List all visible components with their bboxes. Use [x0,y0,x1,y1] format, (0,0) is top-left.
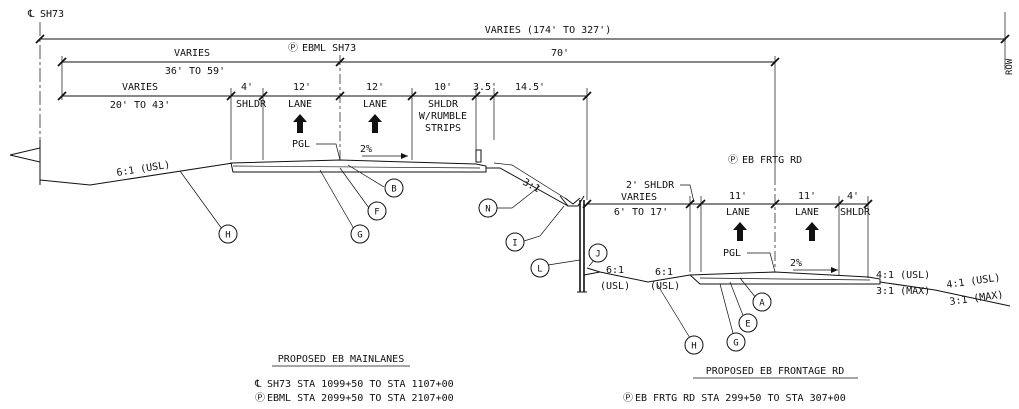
frontage-shoulder-dim: 4' [847,191,859,202]
mainline-dimension-row-2: VARIES 20' TO 43' 4' SHLDR 12' LANE 12' … [57,82,592,200]
mainline-dim-3-5: 3.5' [473,82,497,93]
frontage-slope-right-3: 4:1 (USL) [946,273,1001,291]
mainlanes-notes: PROPOSED EB MAINLANES ℄ SH73 STA 1099+50… [254,354,454,404]
centerline-symbol-icon: ℄ [27,9,35,20]
direction-arrow-icon [368,114,382,133]
callout-b: B [391,185,396,195]
mainline-side-slope: 6:1 (USL) [116,160,171,179]
mainlanes-sta-1: SH73 STA 1099+50 TO STA 1107+00 [267,379,454,390]
row-label: ROW [1005,58,1015,75]
mainline-pgl: PGL 2% [292,139,408,161]
frontage-cross-slope: 2% [790,258,802,269]
frontage-sta: EB FRTG RD STA 299+50 TO STA 307+00 [635,393,846,404]
callout-i: I [512,239,517,249]
frontage-slope-right-1: 4:1 (USL) [876,270,930,281]
callout-h: H [225,231,230,241]
frontage-slope-right-2: 3:1 (MAX) [876,286,930,297]
frontage-lane2-label: LANE [795,207,819,218]
callout-g2: G [733,339,738,349]
mainline-baseline-label: EBML SH73 [302,43,356,54]
callout-j: J [595,250,600,260]
frontage-direction-arrows [733,222,819,241]
frontage-slope-left-2: 6:1 [655,267,673,278]
mainline-cross-slope: 2% [360,144,372,155]
callout-e: E [745,320,750,330]
frontage-dimension-row: 2' SHLDR VARIES 6' TO 17' 11' LANE 11' L… [582,180,873,278]
frontage-notes: PROPOSED EB FRONTAGE RD Ⓟ EB FRTG RD STA… [623,366,858,404]
mainline-left-varies: VARIES [174,48,210,59]
callout-l: L [537,265,542,275]
mainline-lane1-dim: 12' [293,82,311,93]
mainline-shoulder-left-label: SHLDR [236,99,267,110]
frontage-lane1-dim: 11' [729,191,747,202]
direction-arrow-icon [805,222,819,241]
mainline-back-slope: 3:1 [521,177,542,195]
mainline-shoulder-right-label-3: STRIPS [425,123,461,134]
mainline-sub-range: 20' TO 43' [110,100,170,111]
callout-f: F [374,208,379,218]
baseline-symbol-icon: Ⓟ [728,154,738,166]
frontage-pgl-label: PGL [723,248,741,259]
mainline-shoulder-right-dim: 10' [434,82,452,93]
mainline-pgl-label: PGL [292,139,310,150]
overall-dimension-label: VARIES (174' TO 327') [485,25,611,36]
baseline-symbol-icon: Ⓟ [623,392,633,404]
centerline-sh73: ℄ SH73 [9,9,64,185]
mainline-dimension-row-1: VARIES 36' TO 59' 70' [57,48,780,175]
mainline-shoulder-right-label-1: SHLDR [428,99,459,110]
centerline-label: SH73 [40,9,64,20]
callout-n: N [485,205,490,215]
frontage-slope-left-1b: (USL) [600,281,630,292]
mainlanes-title: PROPOSED EB MAINLANES [278,354,404,365]
mainline-sub-varies: VARIES [122,82,158,93]
mainlanes-sta-2: EBML STA 2099+50 TO STA 2107+00 [267,393,454,404]
mainline-lane2-label: LANE [363,99,387,110]
callout-g: G [357,231,362,241]
baseline-symbol-icon: Ⓟ [288,42,298,54]
frontage-pgl: PGL 2% [723,248,838,273]
frontage-title: PROPOSED EB FRONTAGE RD [706,366,844,377]
direction-arrow-icon [293,114,307,133]
mainline-left-range: 36' TO 59' [165,66,225,77]
frontage-pavement: 6:1 (USL) 6:1 (USL) 4:1 (USL) 3:1 (MAX) … [583,265,1011,308]
baseline-symbol-icon: Ⓟ [255,392,265,404]
mainline-baseline: Ⓟ EBML SH73 [288,42,356,160]
frontage-varies: VARIES [621,192,657,203]
mainline-shoulder-left-dim: 4' [241,82,253,93]
mainline-lane2-dim: 12' [366,82,384,93]
callout-h2: H [691,342,696,352]
mainline-lane1-label: LANE [288,99,312,110]
frontage-slope-left-1: 6:1 [606,265,624,276]
mainline-direction-arrows [293,114,382,133]
mainline-right-dim: 70' [551,48,569,59]
mainline-pavement: 6:1 (USL) 3:1 [39,149,587,293]
frontage-baseline: Ⓟ EB FRTG RD [728,154,802,270]
frontage-shoulder-note: 2' SHLDR [626,180,675,191]
frontage-varies-range: 6' TO 17' [614,207,668,218]
frontage-lane1-label: LANE [726,207,750,218]
centerline-symbol-icon: ℄ [254,379,262,390]
frontage-slope-right-4: 3:1 (MAX) [949,290,1004,308]
frontage-baseline-label: EB FRTG RD [742,155,802,166]
frontage-lane2-dim: 11' [798,191,816,202]
direction-arrow-icon [733,222,747,241]
mainline-dim-14-5: 14.5' [515,82,545,93]
frontage-slope-left-2b: (USL) [650,281,680,292]
mainline-shoulder-right-label-2: W/RUMBLE [419,111,467,122]
overall-dimension: VARIES (174' TO 327') ROW [35,12,1015,75]
frontage-shoulder-label: SHLDR [840,207,871,218]
callouts: B F G H N I L J A E [179,164,772,355]
callout-a: A [759,299,765,309]
